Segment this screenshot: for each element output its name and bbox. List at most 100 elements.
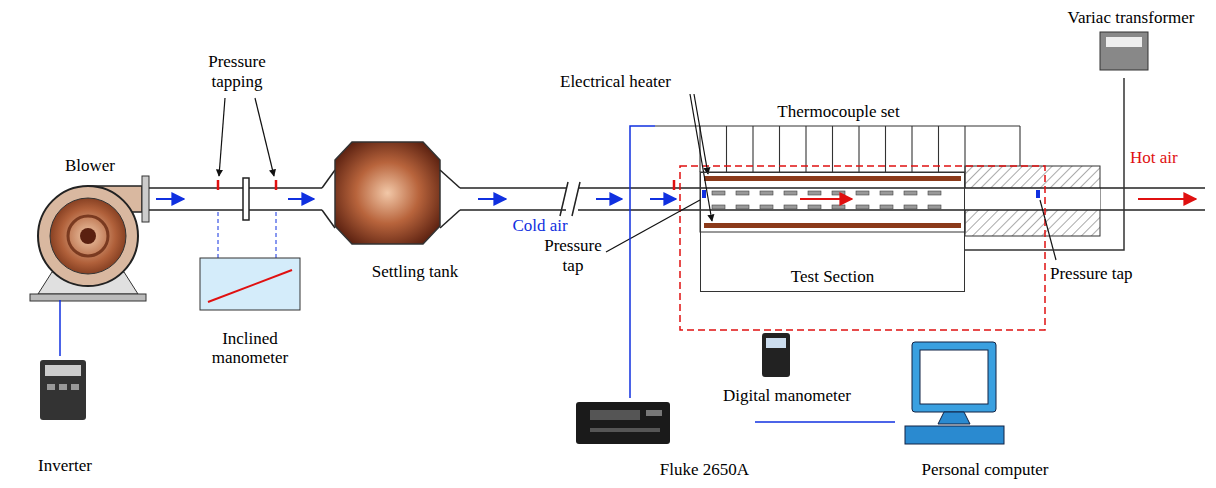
part-label: Pressure tap <box>540 236 606 275</box>
leader-arrow <box>690 94 712 221</box>
pipe-wall <box>460 209 566 211</box>
node-label: Inverter <box>36 456 94 476</box>
blower-casing <box>38 186 138 286</box>
button <box>646 410 662 416</box>
insert-row <box>712 191 941 209</box>
display <box>766 338 786 348</box>
pipe-wall <box>700 209 1205 211</box>
break-mark <box>572 182 580 216</box>
blower-base <box>30 294 146 301</box>
insert-strip <box>712 205 725 209</box>
insert-strip <box>832 205 845 209</box>
insert-strip <box>880 191 893 195</box>
digital-manometer-icon <box>762 333 790 377</box>
leader-arrow <box>219 98 225 176</box>
variac-unit: Variac transformer <box>1058 6 1204 78</box>
settling-tank-body <box>335 142 440 244</box>
leader-arrow <box>255 98 274 176</box>
node-label: Inclined manometer <box>196 329 304 368</box>
logger-unit: Fluke 2650A <box>570 398 755 484</box>
thermocouple-wire <box>779 126 780 172</box>
leader-arrow <box>694 94 708 174</box>
flow-arrow <box>1138 198 1196 200</box>
break-mark <box>560 182 568 216</box>
pressure-tap-mark <box>673 180 676 190</box>
monitor-stand <box>938 412 970 424</box>
test-section-box: Test Section <box>700 172 965 292</box>
pressure-tap-mark <box>275 180 278 190</box>
node-label: Settling tank <box>336 262 494 282</box>
manometer-lines <box>680 166 1045 330</box>
fluke-icon <box>576 402 670 444</box>
insulation-hatch <box>965 166 1100 236</box>
insert-strip <box>784 191 797 195</box>
pressure-tap-mark <box>1036 190 1040 198</box>
button <box>47 384 55 390</box>
thermocouple-wire <box>964 126 965 172</box>
wire-connector <box>630 126 655 398</box>
flow-label: Cold air <box>498 216 582 236</box>
wire-connector <box>965 78 1124 250</box>
thermocouple-wire <box>832 126 833 172</box>
tube-line <box>218 212 219 258</box>
flange <box>142 176 149 222</box>
insert-strip <box>736 191 749 195</box>
insert-strip <box>904 205 917 209</box>
node-label: Test Section <box>707 267 958 287</box>
thermocouple-wire <box>726 126 727 172</box>
insert-strip <box>832 191 845 195</box>
reducer <box>440 170 460 188</box>
pressure-tap-mark <box>702 190 706 198</box>
wire-connector <box>59 300 61 356</box>
heater-plate <box>704 223 961 228</box>
heater-plate <box>704 176 961 181</box>
thermocouple-wire <box>938 126 939 172</box>
manometer-unit: Inclined manometer <box>190 256 310 372</box>
insert-strip <box>856 191 869 195</box>
insert-strip <box>808 205 821 209</box>
pipe-wall <box>149 187 322 189</box>
leader-line <box>606 200 700 252</box>
orifice-plate <box>243 178 249 220</box>
node-label: Digital manometer <box>718 386 856 406</box>
reducer <box>440 210 460 228</box>
part-label: Electrical heater <box>560 72 710 92</box>
wire-connector <box>755 421 895 423</box>
flow-arrow <box>478 198 506 200</box>
insert-strip <box>808 191 821 195</box>
test-duct <box>700 172 965 232</box>
variac-icon <box>1100 32 1148 70</box>
blower-impeller <box>50 198 126 274</box>
inverter-icon <box>40 360 86 420</box>
thermocouple-wire <box>858 126 859 172</box>
monitor <box>912 342 996 412</box>
duct-bore <box>965 188 1100 210</box>
thermocouple-unit: Thermocouple set <box>655 100 1022 176</box>
tube-line <box>276 212 277 258</box>
flow-arrow <box>650 198 676 200</box>
node-label: Fluke 2650A <box>576 460 749 480</box>
thermocouple-wire <box>752 126 753 172</box>
display <box>45 365 81 376</box>
manometer-unit: Digital manometer <box>712 330 862 410</box>
insert-strip <box>712 191 725 195</box>
pressure-tap-mark <box>217 180 220 190</box>
button <box>590 428 660 432</box>
node-label: Blower <box>44 156 136 176</box>
thermocouple-wire <box>885 126 886 172</box>
node-label: Personal computer <box>901 460 1069 480</box>
blower-hub <box>80 228 96 244</box>
display <box>1106 37 1142 47</box>
pc-base <box>905 426 1004 444</box>
blower-unit: Blower <box>38 154 142 300</box>
insert-strip <box>928 191 941 195</box>
thermocouple-wires <box>700 126 1020 172</box>
insert-strip <box>928 205 941 209</box>
insert-strip <box>856 205 869 209</box>
manometer-tube <box>208 270 292 302</box>
flow-arrow <box>800 198 852 200</box>
reducer <box>322 170 335 188</box>
thermocouple-wire <box>911 126 912 172</box>
tank-unit: Settling tank <box>330 140 500 286</box>
